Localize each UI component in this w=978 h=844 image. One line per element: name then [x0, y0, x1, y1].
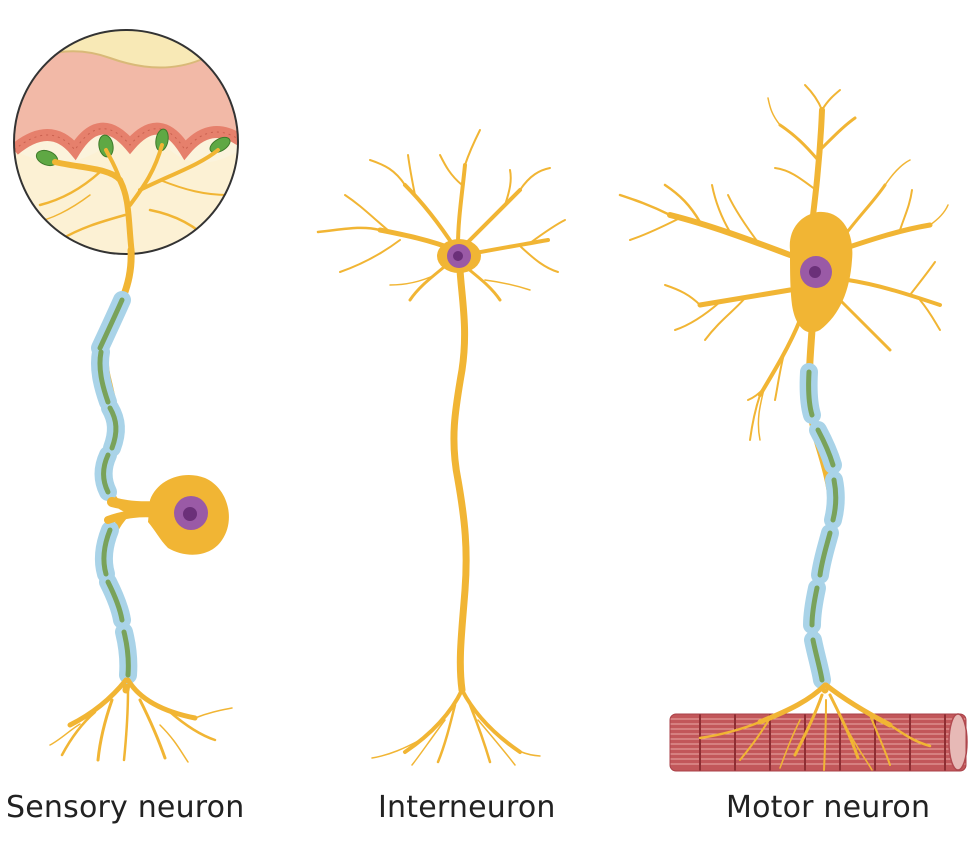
motor-neuron-label: Motor neuron — [726, 790, 931, 825]
motor-neuron — [618, 84, 968, 772]
sensory-neuron — [13, 29, 239, 763]
interneuron — [316, 129, 566, 766]
sensory-neuron-label: Sensory neuron — [6, 790, 245, 825]
skin-inset-icon — [13, 29, 239, 255]
myelin-sheath — [799, 363, 845, 689]
myelin-sheath — [90, 291, 138, 684]
receptor-icon — [209, 136, 231, 154]
interneuron-label: Interneuron — [378, 790, 556, 825]
